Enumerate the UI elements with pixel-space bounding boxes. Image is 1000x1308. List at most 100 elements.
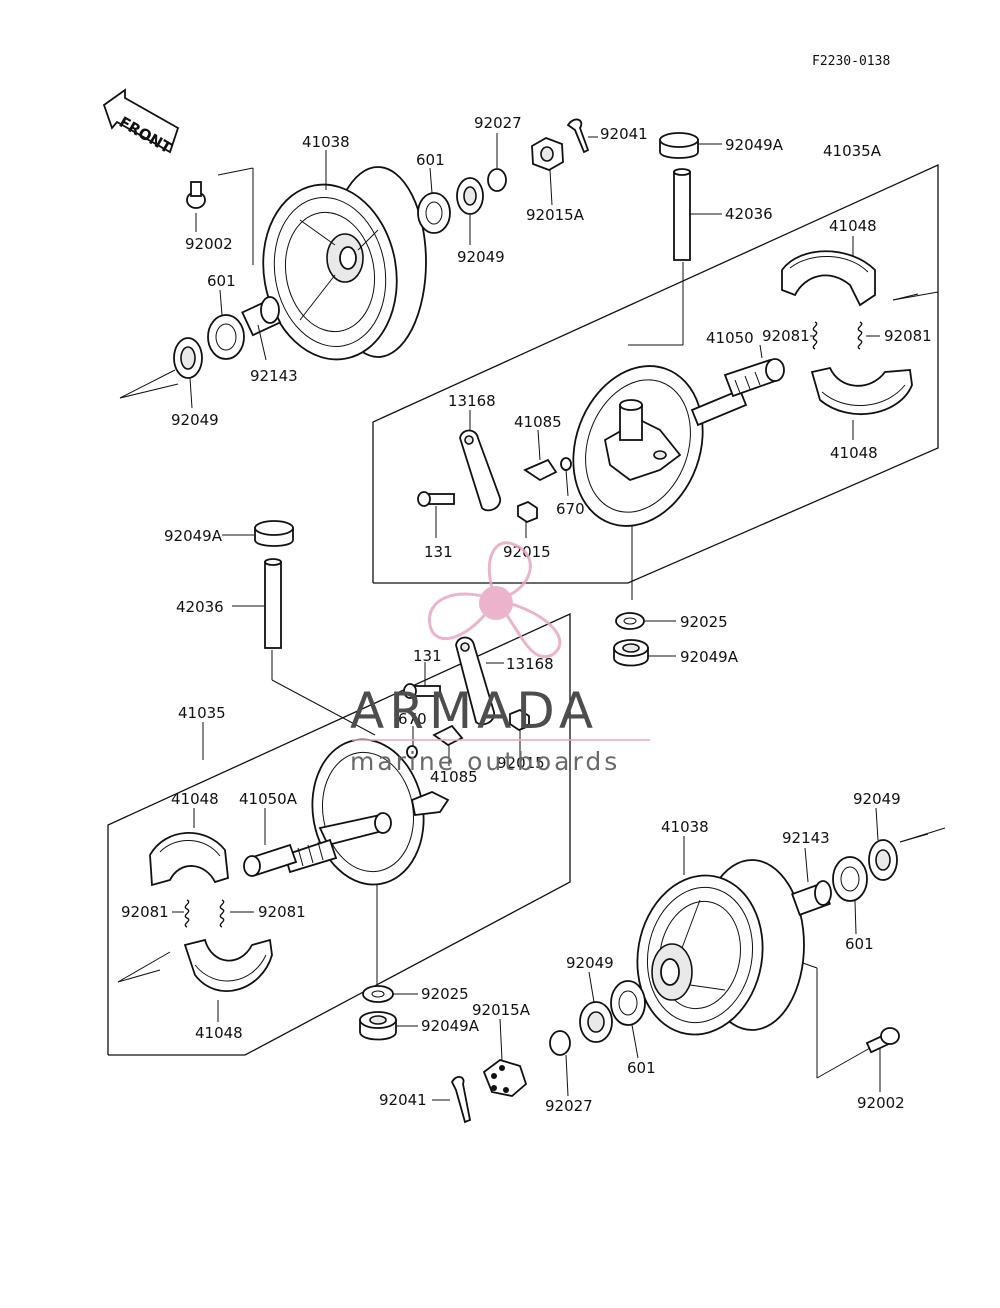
indicator-41085-upper (523, 457, 572, 482)
label-92049-top-r: 92049 (457, 248, 505, 266)
cotter-pin-92041-bottom (450, 1076, 472, 1124)
label-41048-c: 41048 (171, 790, 219, 808)
label-92025-top: 92025 (680, 613, 728, 631)
label-670-top: 670 (556, 500, 585, 518)
label-41035: 41035 (178, 704, 226, 722)
bearing-601-top-left (207, 314, 245, 360)
bolt-92002-bottom (865, 1027, 900, 1054)
label-131-top: 131 (424, 543, 453, 561)
label-92015A-top: 92015A (526, 206, 585, 224)
label-601-bot-r: 601 (845, 935, 874, 953)
brake-shoe-41048-upper-b (810, 366, 913, 416)
label-92143-bot: 92143 (782, 829, 830, 847)
label-92015A-bot: 92015A (472, 1001, 531, 1019)
brake-panel-lower (311, 738, 450, 886)
cap-92049A-top (659, 132, 699, 159)
bolt-131-upper (417, 491, 455, 507)
nut-92015A-top (531, 137, 564, 171)
label-92002-top: 92002 (185, 235, 233, 253)
label-92143-top: 92143 (250, 367, 298, 385)
label-41048-a: 41048 (829, 217, 877, 235)
label-92027-bot: 92027 (545, 1097, 593, 1115)
frame-41035A (372, 163, 939, 584)
label-601-top-b: 601 (207, 272, 236, 290)
label-41050A: 41050A (239, 790, 298, 808)
spring-92081-lower-a (184, 899, 190, 928)
lever-13168-lower (455, 636, 495, 726)
leader-lines (172, 133, 881, 1101)
label-13168-top: 13168 (448, 392, 496, 410)
lever-13168-upper (459, 429, 501, 512)
watermark-tagline: marine outboards (350, 747, 620, 776)
collar-92027-bottom (549, 1030, 571, 1056)
bolt-131-lower (403, 683, 441, 699)
spring-92081-lower-b (219, 899, 225, 928)
label-601-bot-m: 601 (627, 1059, 656, 1077)
washer-92025-upper (615, 612, 645, 630)
oring-670-lower (406, 745, 418, 759)
brake-shoe-41048-upper-a (781, 250, 876, 307)
cap-92049A-mid (254, 520, 294, 547)
label-41085-bot: 41085 (430, 768, 478, 786)
collar-92027-top (487, 168, 507, 192)
label-92081-b: 92081 (884, 327, 932, 345)
seal-92049-top-right (456, 177, 484, 215)
watermark: ARMADA marine outboards (350, 541, 650, 776)
label-41048-d: 41048 (195, 1024, 243, 1042)
seal-92049A-upper (613, 639, 649, 667)
label-42036-top: 42036 (725, 205, 773, 223)
bolt-92002-top (186, 181, 206, 209)
figure-code: F2230-0138 (812, 54, 890, 69)
washer-92025-lower (362, 985, 394, 1003)
label-13168-bot: 13168 (506, 655, 554, 673)
label-92049A-top: 92049A (725, 136, 784, 154)
bearing-601-top-right (417, 192, 451, 234)
watermark-brand: ARMADA (350, 682, 598, 740)
seal-92049-top-left (173, 337, 203, 379)
label-41038-top: 41038 (302, 133, 350, 151)
label-92027-top: 92027 (474, 114, 522, 132)
label-92081-c: 92081 (121, 903, 169, 921)
brake-shoe-41048-lower-a (149, 831, 229, 887)
pin-42036-mid (264, 558, 282, 649)
label-41035A: 41035A (823, 142, 882, 160)
seal-92049-bottom-right (868, 839, 898, 881)
label-92049-bot-m: 92049 (566, 954, 614, 972)
spring-92081-upper-b (857, 321, 863, 350)
part-labels: 92002 41038 601 92027 92041 92049A 41035… (121, 114, 932, 1115)
label-42036-mid: 42036 (176, 598, 224, 616)
label-670-bot: 670 (398, 710, 427, 728)
camshaft-41050 (690, 358, 785, 427)
label-92049A-bot: 92049A (421, 1017, 480, 1035)
seal-92049-bottom-mid (579, 1001, 613, 1043)
brake-panel-upper (572, 365, 704, 527)
bearing-601-bottom-mid (610, 980, 646, 1026)
bearing-601-bottom-right (832, 856, 868, 902)
label-41038-bot: 41038 (661, 818, 709, 836)
label-92049-bot-r: 92049 (853, 790, 901, 808)
label-92041-top: 92041 (600, 125, 648, 143)
propeller-logo-icon (427, 541, 562, 659)
nut-92015-lower (509, 708, 530, 732)
pin-42036-top (673, 168, 691, 261)
spacer-92143-bottom (791, 880, 832, 916)
label-92081-a: 92081 (762, 327, 810, 345)
camshaft-41050A (243, 838, 338, 877)
frame-41035 (107, 612, 571, 1056)
cotter-pin-92041-top (566, 118, 590, 154)
label-92025-bot: 92025 (421, 985, 469, 1003)
spring-92081-upper-a (812, 321, 818, 350)
label-41048-b: 41048 (830, 444, 878, 462)
spacer-92143-top (241, 296, 282, 337)
nut-92015A-bottom (482, 1059, 528, 1097)
label-92049A-right: 92049A (680, 648, 739, 666)
label-41050: 41050 (706, 329, 754, 347)
label-92002-bot: 92002 (857, 1094, 905, 1112)
drum-41038-top (262, 166, 427, 361)
label-92049-top-l: 92049 (171, 411, 219, 429)
brake-shoe-41048-lower-b (183, 938, 273, 992)
label-92041-bot: 92041 (379, 1091, 427, 1109)
seal-92049A-lower (359, 1011, 397, 1041)
nut-92015-upper (517, 500, 538, 524)
